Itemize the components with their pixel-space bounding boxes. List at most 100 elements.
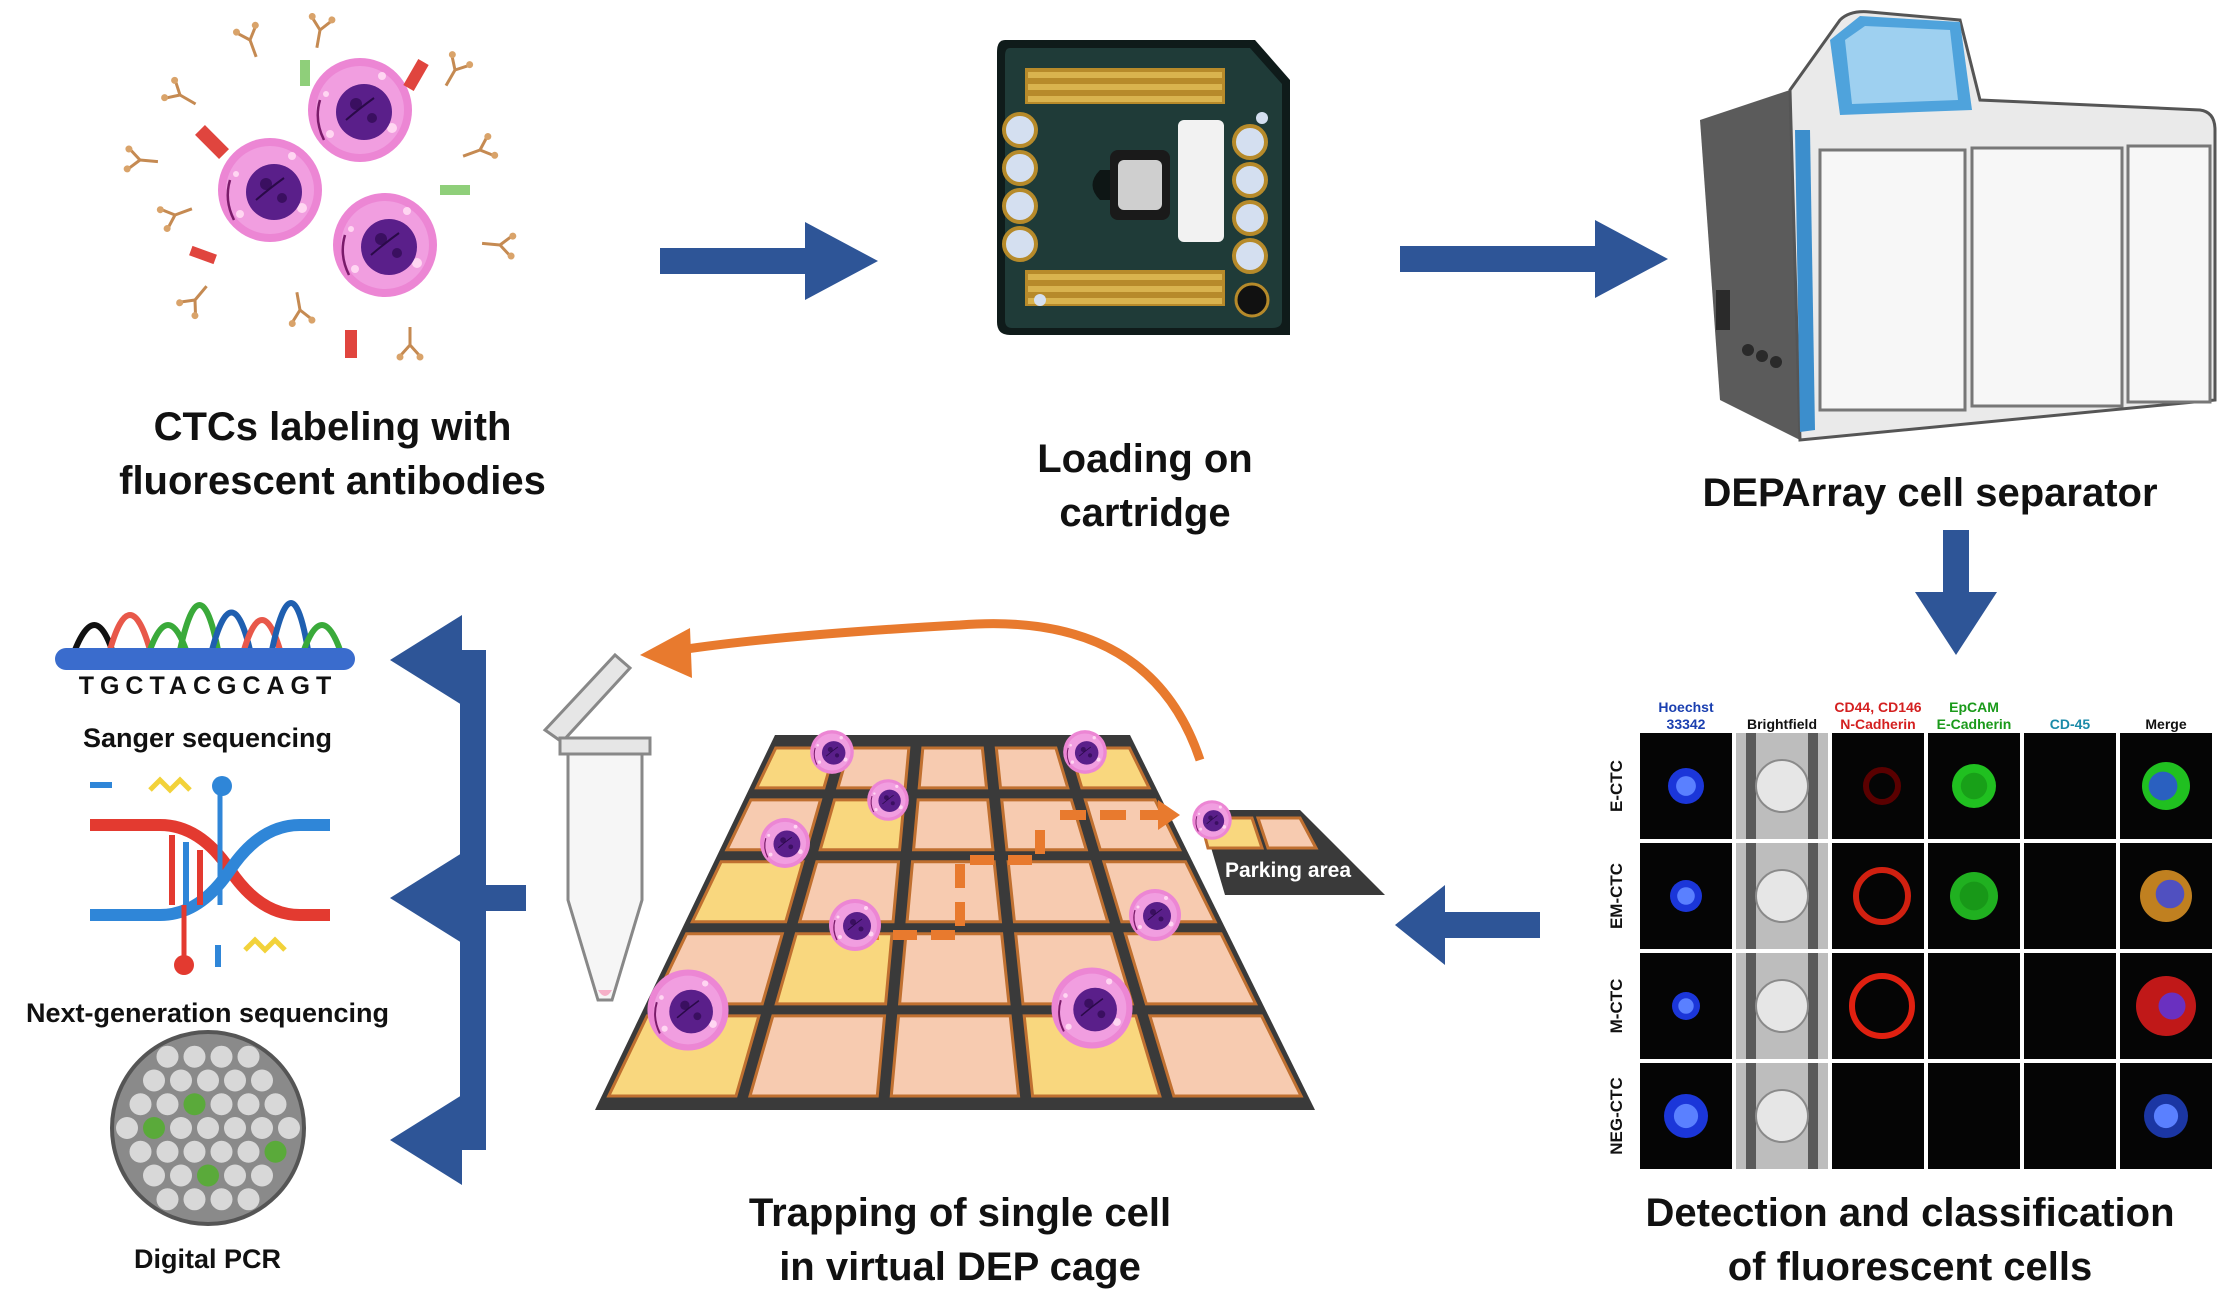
parking-area-label: Parking area (1225, 859, 1351, 882)
trapped-cell (828, 898, 882, 952)
fluorescence-tile (1928, 953, 2020, 1059)
dpcr-well (237, 1140, 260, 1163)
caption-separator-text: DEPArray cell separator (1702, 471, 2158, 515)
dpcr-well (237, 1188, 260, 1211)
caption-detection-line1: Detection and classification (1645, 1191, 2175, 1235)
caption-labeling: CTCs labeling with fluorescent antibodie… (60, 400, 605, 508)
dpcr-well (224, 1069, 246, 1092)
dpcr-well (183, 1045, 206, 1068)
fluorescence-tile (1928, 1063, 2020, 1169)
panel-row-label: EM-CTC (1607, 863, 1626, 929)
label-dpcr: Digital PCR (133, 1244, 281, 1274)
ngs-icon (90, 776, 330, 975)
panel-column-header: CD-45 (2050, 716, 2091, 732)
deparray-machine-illustration (1700, 10, 2217, 442)
collection-tube-icon (542, 652, 652, 1002)
dep-cage (994, 746, 1070, 790)
panel-column-header-line1: EpCAM (1949, 699, 1999, 715)
dpcr-well (156, 1188, 179, 1211)
fluorescence-tile (1832, 733, 1924, 839)
dpcr-well (170, 1069, 192, 1092)
caption-trapping: Trapping of single cell in virtual DEP c… (700, 1186, 1220, 1294)
dep-cage (917, 746, 989, 790)
dpcr-well (156, 1045, 179, 1068)
dpcr-well (116, 1117, 138, 1139)
dpcr-well (156, 1140, 179, 1163)
dpcr-well (251, 1069, 273, 1092)
dep-cage (797, 860, 901, 924)
dpcr-well (183, 1140, 206, 1163)
fluorescence-tile (2024, 843, 2116, 949)
dep-cage-occupied (774, 932, 894, 1006)
dpcr-well (197, 1117, 219, 1139)
trapped-cell (866, 778, 910, 822)
orange-recovery-arrow (640, 619, 1205, 762)
caption-loading: Loading on cartridge (900, 432, 1390, 540)
dpcr-well (129, 1140, 152, 1163)
dpcr-well (197, 1069, 219, 1092)
caption-detection-line2: of fluorescent cells (1727, 1245, 2093, 1289)
fluorescence-tile (1832, 1063, 1924, 1169)
dpcr-well (170, 1164, 192, 1187)
dpcr-well (264, 1093, 287, 1116)
caption-trapping-line2: in virtual DEP cage (779, 1245, 1141, 1289)
dpcr-positive-well (197, 1164, 219, 1187)
arrow-labeling-to-cartridge (660, 222, 878, 300)
trapped-cell (646, 968, 730, 1052)
dpcr-well (210, 1188, 233, 1211)
dpcr-well (210, 1093, 233, 1116)
dpcr-well (143, 1164, 165, 1187)
panel-row-label: M-CTC (1607, 979, 1626, 1034)
caption-labeling-line2: fluorescent antibodies (119, 459, 546, 503)
fluorescence-tile (2024, 1063, 2116, 1169)
dpcr-positive-well (143, 1117, 165, 1139)
dpcr-well (278, 1117, 300, 1139)
panel-column-header: E-Cadherin (1937, 716, 2012, 732)
trapped-cell (1128, 888, 1182, 942)
trapped-cell (759, 817, 811, 869)
antibody-labeled-ctc-illustration (121, 10, 519, 362)
dep-cage (748, 1014, 887, 1098)
dpcr-well (183, 1188, 206, 1211)
trapped-cell (809, 729, 855, 775)
caption-detection: Detection and classification of fluoresc… (1610, 1186, 2210, 1294)
dpcr-well (237, 1093, 260, 1116)
dpcr-well (156, 1093, 179, 1116)
dep-cage (1006, 860, 1110, 924)
dep-cage (835, 746, 911, 790)
bracket-to-downstream-analyses (390, 615, 526, 1185)
dep-cage (889, 1014, 1021, 1098)
caption-trapping-line1: Trapping of single cell (748, 1191, 1172, 1235)
arrow-detection-to-trapping (1395, 885, 1540, 965)
panel-column-header-line1: CD44, CD146 (1834, 699, 1921, 715)
panel-column-header-line1: Hoechst (1658, 699, 1714, 715)
dpcr-well (210, 1045, 233, 1068)
fluorescence-tile (2024, 953, 2116, 1059)
dep-cage-occupied (689, 860, 805, 924)
caption-separator: DEPArray cell separator (1660, 466, 2200, 520)
dpcr-well (210, 1140, 233, 1163)
label-ngs: Next-generation sequencing (25, 998, 390, 1028)
panel-row-label: NEG-CTC (1607, 1077, 1626, 1154)
fluorescence-tile (1832, 953, 1924, 1059)
label-sanger: Sanger sequencing (82, 723, 333, 753)
dep-cage (905, 860, 1003, 924)
panel-column-header: 33342 (1667, 716, 1706, 732)
panel-column-header: Merge (2145, 716, 2186, 732)
digital-pcr-icon (110, 1030, 306, 1226)
dep-cage (897, 932, 1011, 1006)
trapped-cell (1191, 799, 1233, 841)
fluorescence-tile (2024, 733, 2116, 839)
dpcr-well (129, 1093, 152, 1116)
dpcr-well (224, 1117, 246, 1139)
caption-loading-line1: Loading on (1037, 437, 1253, 481)
dpcr-well (251, 1117, 273, 1139)
panel-row-label: E-CTC (1607, 760, 1626, 812)
dpcr-well (143, 1069, 165, 1092)
panel-column-header: Brightfield (1747, 716, 1817, 732)
dpcr-well (251, 1164, 273, 1187)
caption-labeling-line1: CTCs labeling with (153, 405, 512, 449)
arrow-separator-to-detection (1915, 530, 1997, 655)
